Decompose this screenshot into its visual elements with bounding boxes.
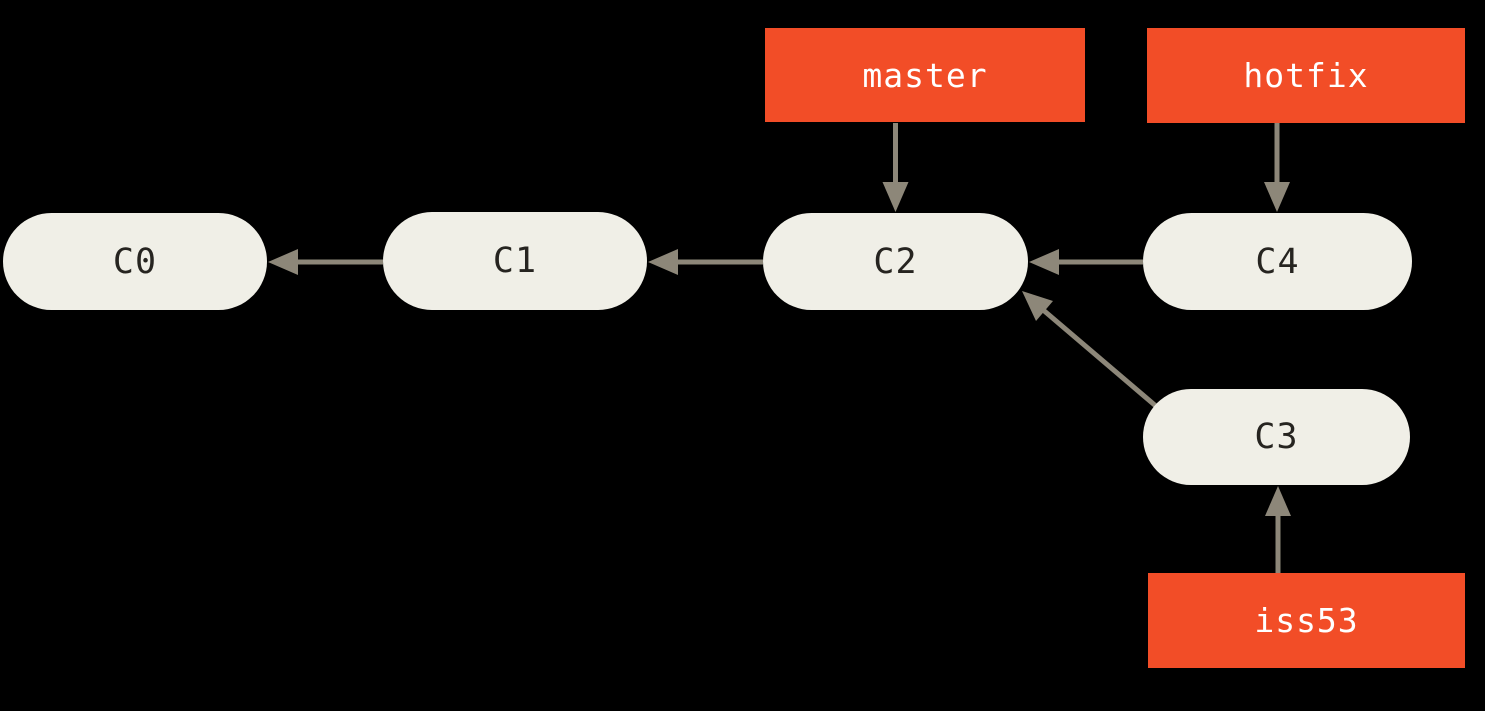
commit-node-c0: C0 [3,213,267,310]
commit-label-c4: C4 [1255,241,1300,282]
arrow-c4-to-c2 [1029,249,1143,275]
branch-label-hotfix-text: hotfix [1243,56,1369,95]
commit-node-c1: C1 [383,212,647,310]
arrow-iss53-to-c3 [1265,486,1291,573]
arrow-hotfix-to-c4 [1264,123,1290,212]
branch-label-master-text: master [862,55,988,95]
branch-label-iss53: iss53 [1148,573,1465,668]
commit-node-c4: C4 [1143,213,1412,310]
commit-label-c3: C3 [1254,417,1299,457]
commit-node-c2: C2 [763,213,1028,310]
commit-label-c2: C2 [873,241,918,282]
branch-label-iss53-text: iss53 [1254,601,1359,640]
commit-label-c1: C1 [492,241,538,281]
arrow-master-to-c2 [882,123,909,212]
arrow-c1-to-c0 [268,249,383,275]
branch-label-master: master [765,28,1085,122]
commit-label-c0: C0 [112,241,158,282]
arrow-c3-to-c2 [1022,291,1159,409]
arrow-c2-to-c1 [648,249,763,275]
commit-node-c3: C3 [1143,389,1410,485]
branch-label-hotfix: hotfix [1147,28,1465,123]
